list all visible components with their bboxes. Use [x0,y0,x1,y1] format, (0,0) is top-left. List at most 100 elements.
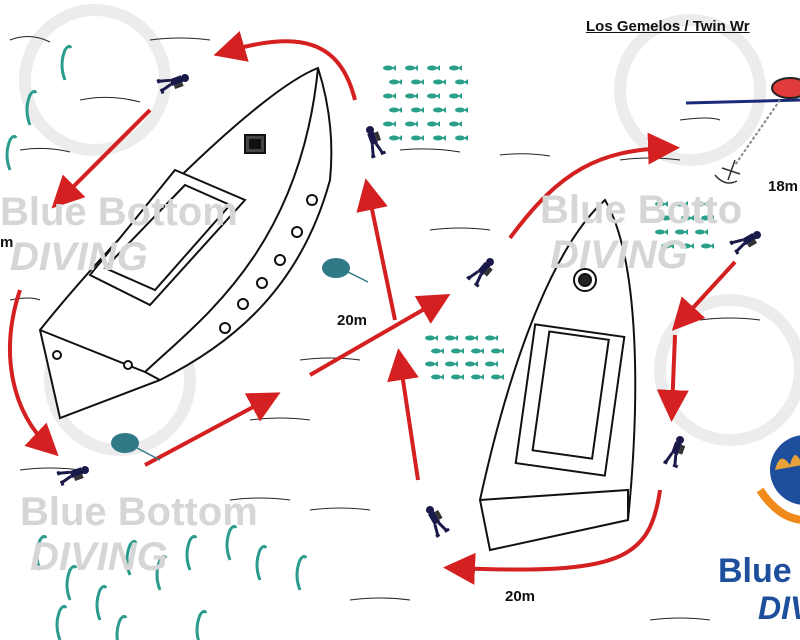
fish-icon [695,229,708,235]
fish-icon [675,229,688,235]
fish-icon [383,65,396,71]
fish-icon [681,215,694,221]
route-arrow [508,132,680,240]
fish-icon [471,374,484,380]
route-arrows [8,31,737,585]
fish-icon [655,229,668,235]
route-arrow [8,289,59,457]
fish-icon [405,121,418,127]
fish-icon [449,121,462,127]
seaweed-icon [60,44,73,81]
logo-emblem [756,435,800,524]
fish-icon [701,243,714,249]
stingray-icon [322,258,350,278]
fish-icon [451,374,464,380]
anchor-chain [734,99,781,166]
fish-icon [661,215,674,221]
logo-text-line2: DIV [758,590,800,626]
fish-icon [491,348,504,354]
seaweed-icon [125,539,138,576]
fish-icon [389,79,402,85]
buoy-icon [771,77,800,99]
route-arrow [656,334,689,422]
seaweed-icon [295,554,308,591]
fish-icon [455,107,468,113]
seaweed-icon [155,554,168,591]
route-arrow [671,260,737,331]
diver-icon [728,224,766,256]
fish-icon [655,201,668,207]
fish-icon [451,348,464,354]
fish-icon [675,201,688,207]
fish-icon [455,79,468,85]
depth-label-left: m [0,234,14,251]
fish-icon [445,335,458,341]
seaweed-icon [185,534,198,571]
fish-icon [433,107,446,113]
route-arrow [387,348,420,481]
diver-icon [419,501,451,539]
diver-icon [56,459,93,487]
fish-icon [411,135,424,141]
fish-icon [471,348,484,354]
fish-icon [389,107,402,113]
seaweed-icon [25,89,38,126]
stingray-icon [111,433,139,453]
fish-icon [383,121,396,127]
diver-icon [465,252,500,288]
fish-icon [427,93,440,99]
anchor-icon [714,159,741,184]
fish-icon [433,135,446,141]
route-arrow [51,108,152,209]
fish-icon [389,135,402,141]
fish-icon [411,79,424,85]
route-arrow [309,294,451,377]
seaweed-icon [255,544,268,581]
fish-icon [405,93,418,99]
seaweed [5,44,308,640]
fish-icon [431,348,444,354]
route-arrow [144,392,281,467]
fish-icon [681,243,694,249]
seaweed-icon [115,614,128,640]
surface-line [685,98,800,105]
fish-icon [383,93,396,99]
fish-icon [455,135,468,141]
fish-icon [485,335,498,341]
fish-icon [465,361,478,367]
fish-icon [433,79,446,85]
fish-icon [449,65,462,71]
diver-icon [662,432,690,469]
fish-icon [411,107,424,113]
site-title: Los Gemelos / Twin Wr [586,18,750,35]
seaweed-icon [65,564,78,601]
route-arrow [356,178,397,321]
fish-icon [425,361,438,367]
fish-icon [661,243,674,249]
depth-label-top-right: 18m [768,178,799,195]
fish-icon [427,121,440,127]
fish-icon [425,335,438,341]
fish-icon [485,361,498,367]
fish-icon [465,335,478,341]
fish-icon [427,65,440,71]
seaweed-icon [95,584,108,621]
seaweed-icon [5,134,18,171]
fish-icon [695,201,708,207]
wreck-left [38,66,333,420]
fish-icon [449,93,462,99]
fish-icon [431,374,444,380]
route-arrow [213,31,357,101]
fish-icon [491,374,504,380]
wreck-right [478,198,637,552]
seaweed-icon [225,524,238,561]
fish-icon [405,65,418,71]
fish-icon [445,361,458,367]
seaweed-icon [55,604,68,640]
seaweed-icon [195,609,208,640]
logo-text-line1: Blue B [718,552,800,590]
route-arrow [443,489,662,585]
diver-icon [359,122,387,159]
